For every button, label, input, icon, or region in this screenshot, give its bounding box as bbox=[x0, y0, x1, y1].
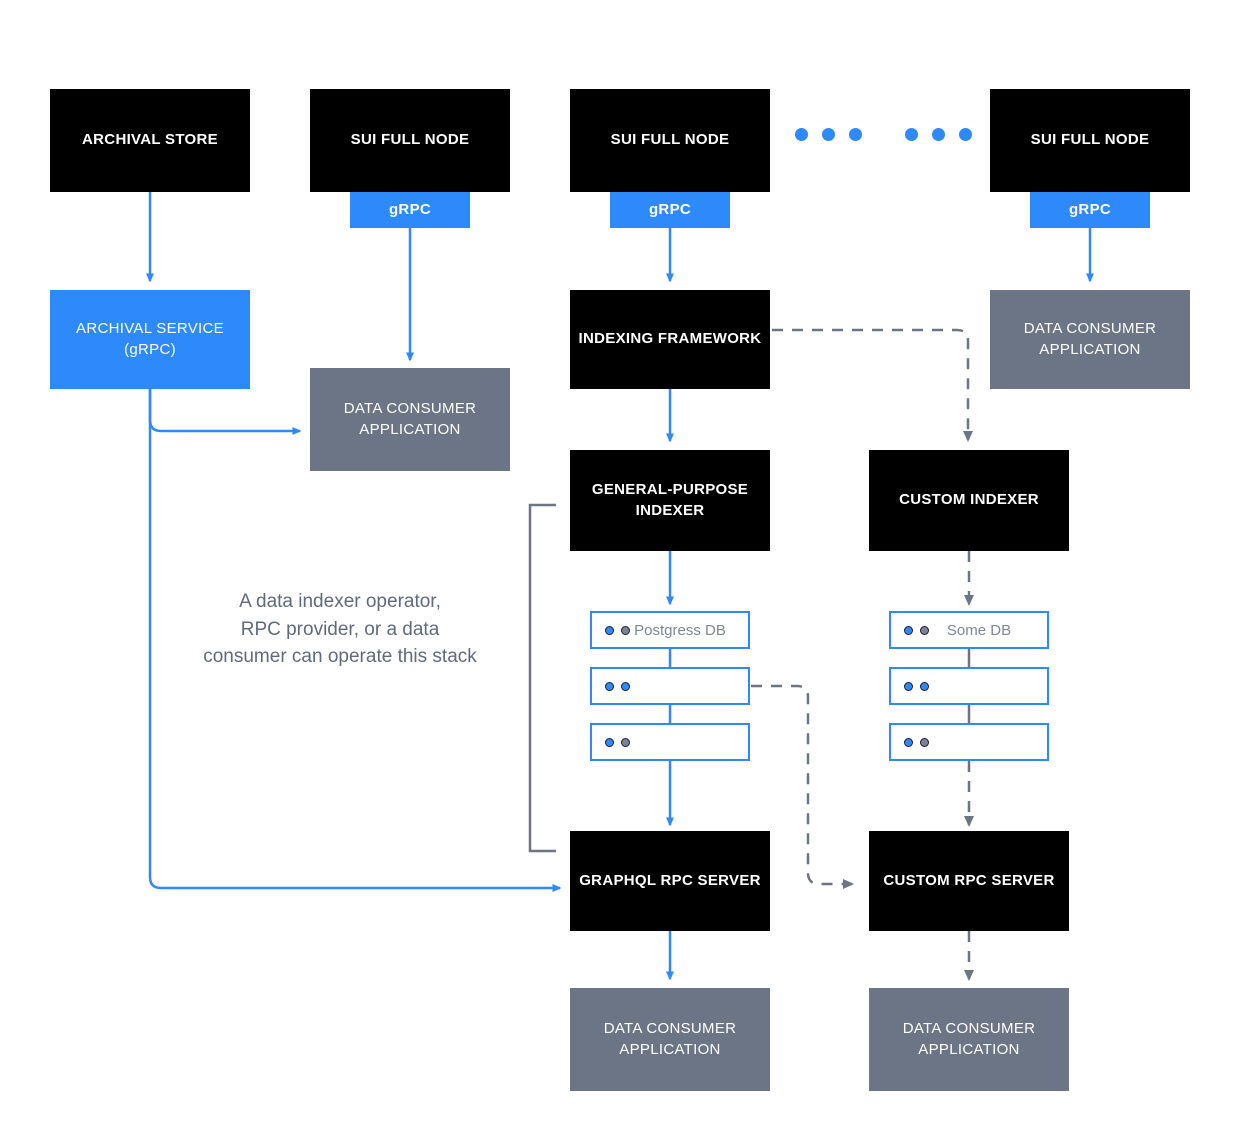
node-data-consumer-application-left[interactable]: DATA CONSUMER APPLICATION bbox=[310, 368, 510, 471]
node-custom-indexer[interactable]: CUSTOM INDEXER bbox=[869, 450, 1069, 551]
node-data-consumer-left-line2: APPLICATION bbox=[359, 420, 461, 438]
db-box-some-db-label: Some DB bbox=[946, 621, 1012, 639]
node-general-purpose-indexer[interactable]: GENERAL-PURPOSE INDEXER bbox=[570, 450, 770, 551]
node-archival-service-label-line2: (gRPC) bbox=[124, 340, 176, 358]
node-indexing-framework[interactable]: INDEXING FRAMEWORK bbox=[570, 290, 770, 389]
annotation-line-3: consumer can operate this stack bbox=[203, 646, 477, 668]
node-archival-service-label-line1: ARCHIVAL SERVICE bbox=[76, 320, 224, 338]
node-sui-full-node-3-label: SUI FULL NODE bbox=[1030, 131, 1150, 149]
db-dot-blue-icon bbox=[605, 737, 614, 747]
node-archival-store-label: ARCHIVAL STORE bbox=[82, 131, 218, 149]
db-dot-blue-icon bbox=[605, 681, 614, 691]
ellipsis-dot bbox=[932, 128, 945, 141]
node-general-purpose-indexer-line1: GENERAL-PURPOSE bbox=[591, 481, 749, 499]
db-dot-gray-icon bbox=[621, 737, 630, 747]
node-data-consumer-bottom-right-line2: APPLICATION bbox=[918, 1040, 1020, 1058]
annotation-line-1: A data indexer operator, bbox=[239, 591, 441, 612]
db-dot-blue-icon bbox=[605, 625, 614, 635]
db-dot-blue-icon bbox=[904, 681, 913, 691]
db-status-dots bbox=[605, 625, 630, 635]
node-custom-rpc-server[interactable]: CUSTOM RPC SERVER bbox=[869, 831, 1069, 931]
db-box-right-2[interactable] bbox=[889, 667, 1049, 705]
node-general-purpose-indexer-line2: INDEXER bbox=[635, 501, 705, 519]
db-box-some-db[interactable]: Some DB bbox=[889, 611, 1049, 649]
node-data-consumer-application-right[interactable]: DATA CONSUMER APPLICATION bbox=[990, 290, 1190, 389]
node-data-consumer-left-line1: DATA CONSUMER bbox=[343, 400, 477, 418]
node-data-consumer-right-line2: APPLICATION bbox=[1039, 340, 1141, 358]
tab-grpc-3-label: gRPC bbox=[1068, 200, 1112, 218]
db-box-postgress-label: Postgress DB bbox=[634, 621, 726, 639]
db-status-dots bbox=[605, 681, 630, 691]
node-data-consumer-bottom-left-line2: APPLICATION bbox=[619, 1040, 721, 1058]
db-dot-blue-icon bbox=[621, 681, 630, 691]
db-box-center-3[interactable] bbox=[590, 723, 750, 761]
node-graphql-rpc-server-label: GRAPHQL RPC SERVER bbox=[579, 871, 761, 889]
node-custom-rpc-server-label: CUSTOM RPC SERVER bbox=[883, 871, 1055, 889]
node-graphql-rpc-server[interactable]: GRAPHQL RPC SERVER bbox=[570, 831, 770, 931]
node-sui-full-node-3[interactable]: SUI FULL NODE bbox=[990, 89, 1190, 192]
db-status-dots bbox=[605, 737, 630, 747]
wire-indexing-framework-to-custom-indexer-dashed bbox=[772, 328, 973, 442]
ellipsis-group-left bbox=[795, 128, 862, 141]
node-sui-full-node-2-label: SUI FULL NODE bbox=[610, 131, 730, 149]
node-sui-full-node-2[interactable]: SUI FULL NODE bbox=[570, 89, 770, 192]
db-dot-blue-icon bbox=[904, 737, 913, 747]
wire-archival-service-branch-to-data-consumer bbox=[148, 389, 302, 435]
ellipsis-dot bbox=[849, 128, 862, 141]
node-sui-full-node-1[interactable]: SUI FULL NODE bbox=[310, 89, 510, 192]
node-indexing-framework-label: INDEXING FRAMEWORK bbox=[578, 330, 762, 348]
node-data-consumer-bottom-left-line1: DATA CONSUMER bbox=[603, 1020, 737, 1038]
node-custom-indexer-label: CUSTOM INDEXER bbox=[899, 491, 1039, 509]
db-status-dots bbox=[904, 625, 929, 635]
db-dot-gray-icon bbox=[920, 737, 929, 747]
node-data-consumer-right-line1: DATA CONSUMER bbox=[1023, 320, 1157, 338]
db-dot-gray-icon bbox=[920, 625, 929, 635]
db-box-right-3[interactable] bbox=[889, 723, 1049, 761]
ellipsis-dot bbox=[822, 128, 835, 141]
db-dot-blue-icon bbox=[920, 681, 929, 691]
tab-grpc-2-label: gRPC bbox=[648, 200, 692, 218]
node-data-consumer-bottom-right-line1: DATA CONSUMER bbox=[902, 1020, 1036, 1038]
node-archival-store[interactable]: ARCHIVAL STORE bbox=[50, 89, 250, 192]
db-status-dots bbox=[904, 681, 929, 691]
ellipsis-group-right bbox=[905, 128, 972, 141]
annotation-line-2: RPC provider, or a data bbox=[240, 618, 440, 640]
db-dot-gray-icon bbox=[621, 625, 630, 635]
ellipsis-dot bbox=[905, 128, 918, 141]
db-dot-blue-icon bbox=[904, 625, 913, 635]
tab-grpc-2[interactable]: gRPC bbox=[610, 192, 730, 228]
db-box-postgress[interactable]: Postgress DB bbox=[590, 611, 750, 649]
tab-grpc-3[interactable]: gRPC bbox=[1030, 192, 1150, 228]
db-status-dots bbox=[904, 737, 929, 747]
stack-scope-annotation: A data indexer operator, RPC provider, o… bbox=[190, 588, 490, 671]
ellipsis-dot bbox=[959, 128, 972, 141]
tab-grpc-1[interactable]: gRPC bbox=[350, 192, 470, 228]
tab-grpc-1-label: gRPC bbox=[388, 200, 432, 218]
stack-scope-bracket bbox=[528, 503, 556, 853]
node-data-consumer-application-bottom-left[interactable]: DATA CONSUMER APPLICATION bbox=[570, 988, 770, 1091]
node-archival-service[interactable]: ARCHIVAL SERVICE (gRPC) bbox=[50, 290, 250, 389]
node-data-consumer-application-bottom-right[interactable]: DATA CONSUMER APPLICATION bbox=[869, 988, 1069, 1091]
node-sui-full-node-1-label: SUI FULL NODE bbox=[350, 131, 470, 149]
db-box-center-2[interactable] bbox=[590, 667, 750, 705]
ellipsis-dot bbox=[795, 128, 808, 141]
